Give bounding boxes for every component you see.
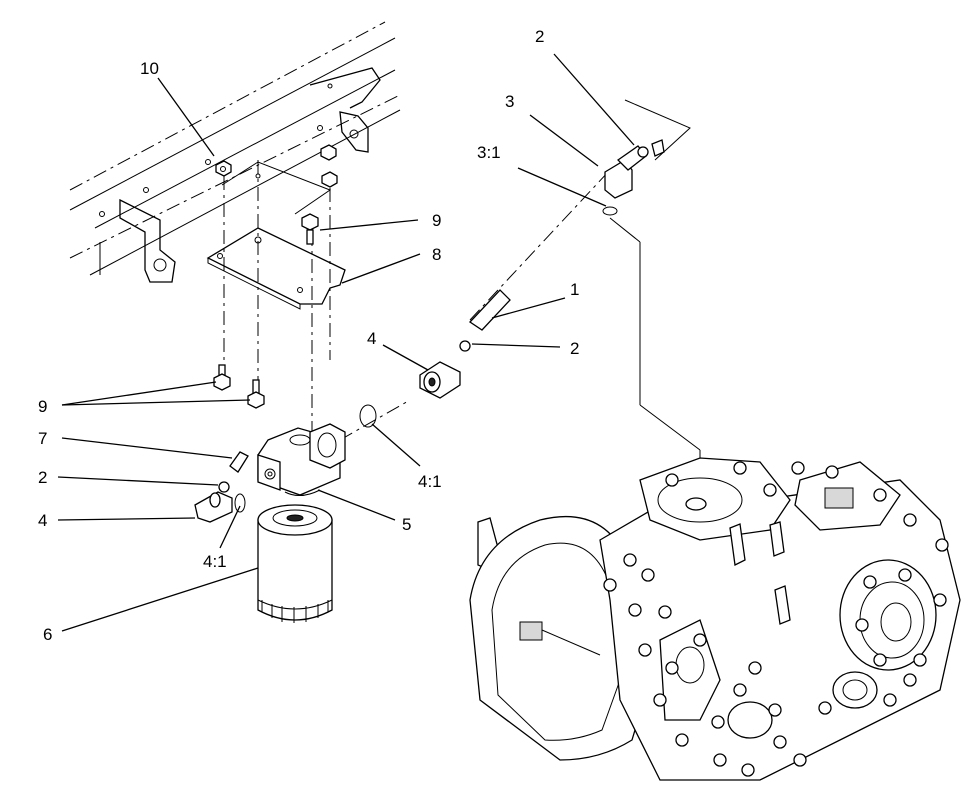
o-ring-4-1-right bbox=[359, 404, 377, 428]
callout-9: 9 bbox=[432, 211, 441, 230]
callout-2: 2 bbox=[535, 27, 544, 46]
callout-2: 2 bbox=[570, 339, 579, 358]
callout-1: 1 bbox=[570, 280, 579, 299]
callout-10: 10 bbox=[140, 59, 159, 78]
transaxle-bolts bbox=[603, 461, 949, 777]
callout-labels: 10 9 8 9 7 2 4 4:1 6 5 4:1 4 2 1 3:1 3 2 bbox=[38, 27, 579, 644]
leader-lines bbox=[57, 53, 635, 632]
elbow-fitting-4-right bbox=[419, 361, 461, 399]
hose-fitting-7 bbox=[229, 451, 249, 473]
callout-6: 6 bbox=[43, 625, 52, 644]
callout-4: 4 bbox=[367, 329, 376, 348]
callout-3-1: 3:1 bbox=[477, 143, 501, 162]
callout-3: 3 bbox=[505, 92, 514, 111]
oil-filter bbox=[257, 504, 333, 623]
callout-4-1: 4:1 bbox=[418, 472, 442, 491]
callout-2: 2 bbox=[38, 468, 47, 487]
clamp-2-top bbox=[624, 99, 691, 161]
callout-7: 7 bbox=[38, 429, 47, 448]
callout-8: 8 bbox=[432, 245, 441, 264]
o-ring-3-1 bbox=[602, 206, 618, 216]
hose-1 bbox=[469, 289, 511, 331]
callout-4: 4 bbox=[38, 511, 47, 530]
mount-plate bbox=[206, 227, 346, 310]
bolt-top bbox=[301, 213, 319, 245]
callout-4-1: 4:1 bbox=[203, 552, 227, 571]
frame-rail bbox=[69, 21, 401, 283]
o-ring-4-1-left bbox=[234, 493, 246, 513]
bolt-lower-left bbox=[213, 364, 231, 391]
clamp-2-mid bbox=[459, 340, 471, 352]
bracket-outline bbox=[221, 161, 332, 215]
callout-9: 9 bbox=[38, 397, 47, 416]
clamp-2-left bbox=[218, 481, 230, 493]
elbow-fitting-4-left bbox=[194, 491, 233, 523]
transaxle bbox=[469, 457, 961, 781]
callout-5: 5 bbox=[402, 515, 411, 534]
filter-head bbox=[257, 423, 346, 496]
bolt-lower-right bbox=[247, 379, 265, 409]
rail-nuts bbox=[215, 144, 338, 188]
